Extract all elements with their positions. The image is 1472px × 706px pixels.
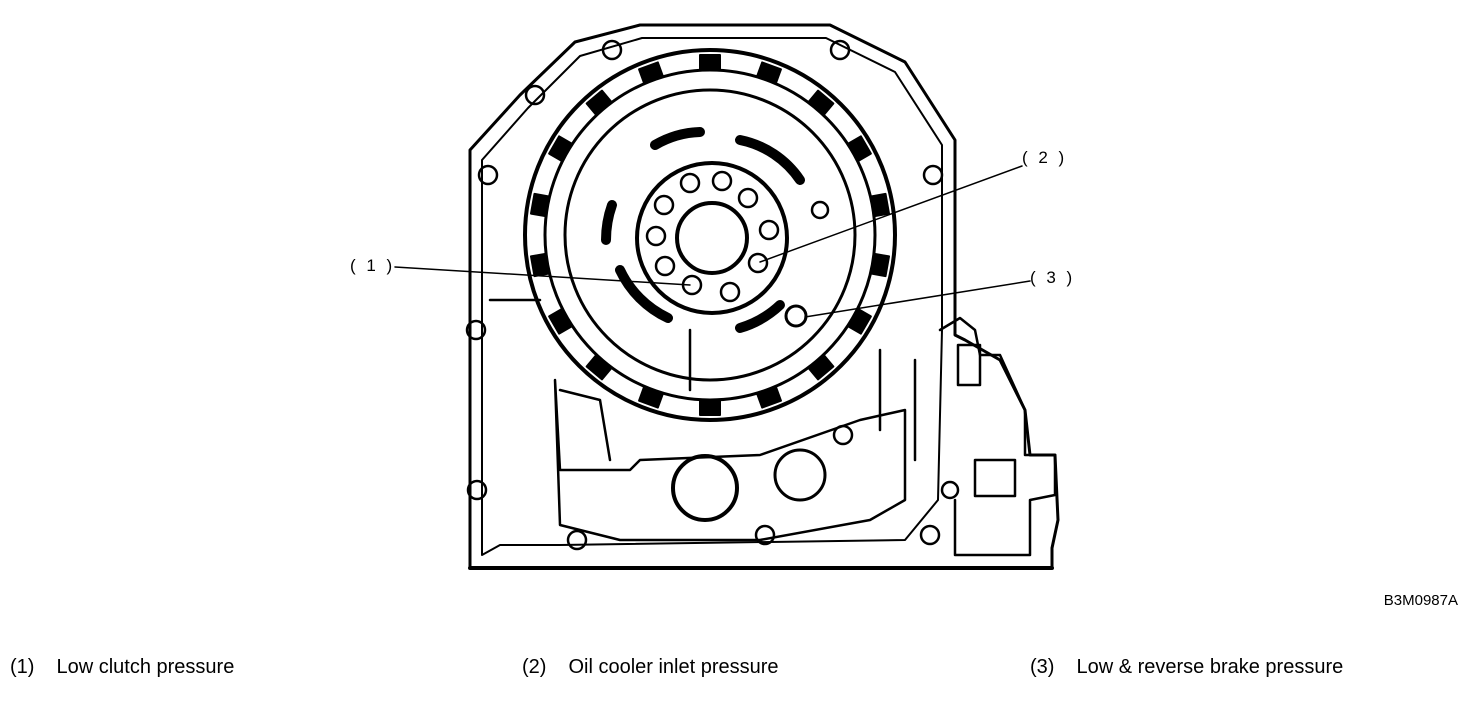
port-3 bbox=[784, 304, 808, 328]
legend-item-3: (3) Low & reverse brake pressure bbox=[1030, 656, 1343, 679]
housing-outline bbox=[468, 23, 1060, 570]
legend-text: Low clutch pressure bbox=[56, 656, 235, 678]
arc-slot bbox=[735, 135, 805, 185]
callout-label-1: ( 1 ) bbox=[350, 256, 396, 275]
hub-ring bbox=[635, 161, 789, 315]
valve-cap bbox=[973, 458, 1017, 498]
drum-spline-teeth bbox=[529, 54, 891, 416]
drum-mid-ring bbox=[543, 68, 877, 402]
legend-num: (1) bbox=[10, 656, 35, 678]
callout-label-3: ( 3 ) bbox=[1030, 268, 1076, 287]
center-bore bbox=[675, 201, 749, 275]
arc-slot bbox=[650, 127, 705, 150]
gasket-inner-line bbox=[481, 37, 943, 556]
leader-line-1 bbox=[394, 266, 691, 286]
figure-id: B3M0987A bbox=[1383, 592, 1458, 609]
arc-slot bbox=[601, 200, 617, 245]
leader-line-2 bbox=[759, 165, 1023, 263]
lower-port bbox=[671, 454, 739, 522]
legend-text: Low & reverse brake pressure bbox=[1076, 656, 1344, 678]
valve-cap bbox=[956, 343, 982, 387]
transmission-housing-diagram bbox=[394, 23, 1060, 570]
side-valve bbox=[938, 316, 1057, 557]
drum-inner-ring bbox=[563, 88, 857, 382]
channel bbox=[558, 388, 612, 462]
legend-num: (3) bbox=[1030, 656, 1055, 678]
arc-slot bbox=[735, 300, 785, 333]
arc-slot bbox=[615, 265, 673, 323]
legend-item-2: (2) Oil cooler inlet pressure bbox=[522, 656, 779, 679]
leader-line-3 bbox=[804, 280, 1031, 318]
legend-num: (2) bbox=[522, 656, 547, 678]
drum-outer-ring bbox=[523, 48, 897, 422]
lower-body bbox=[553, 378, 907, 542]
callout-label-2: ( 2 ) bbox=[1022, 148, 1068, 167]
legend-item-1: (1) Low clutch pressure bbox=[10, 656, 234, 679]
legend-text: Oil cooler inlet pressure bbox=[568, 656, 779, 678]
bolt-holes bbox=[645, 170, 830, 303]
lower-port bbox=[773, 448, 827, 502]
perimeter-bolt-holes bbox=[465, 39, 960, 551]
